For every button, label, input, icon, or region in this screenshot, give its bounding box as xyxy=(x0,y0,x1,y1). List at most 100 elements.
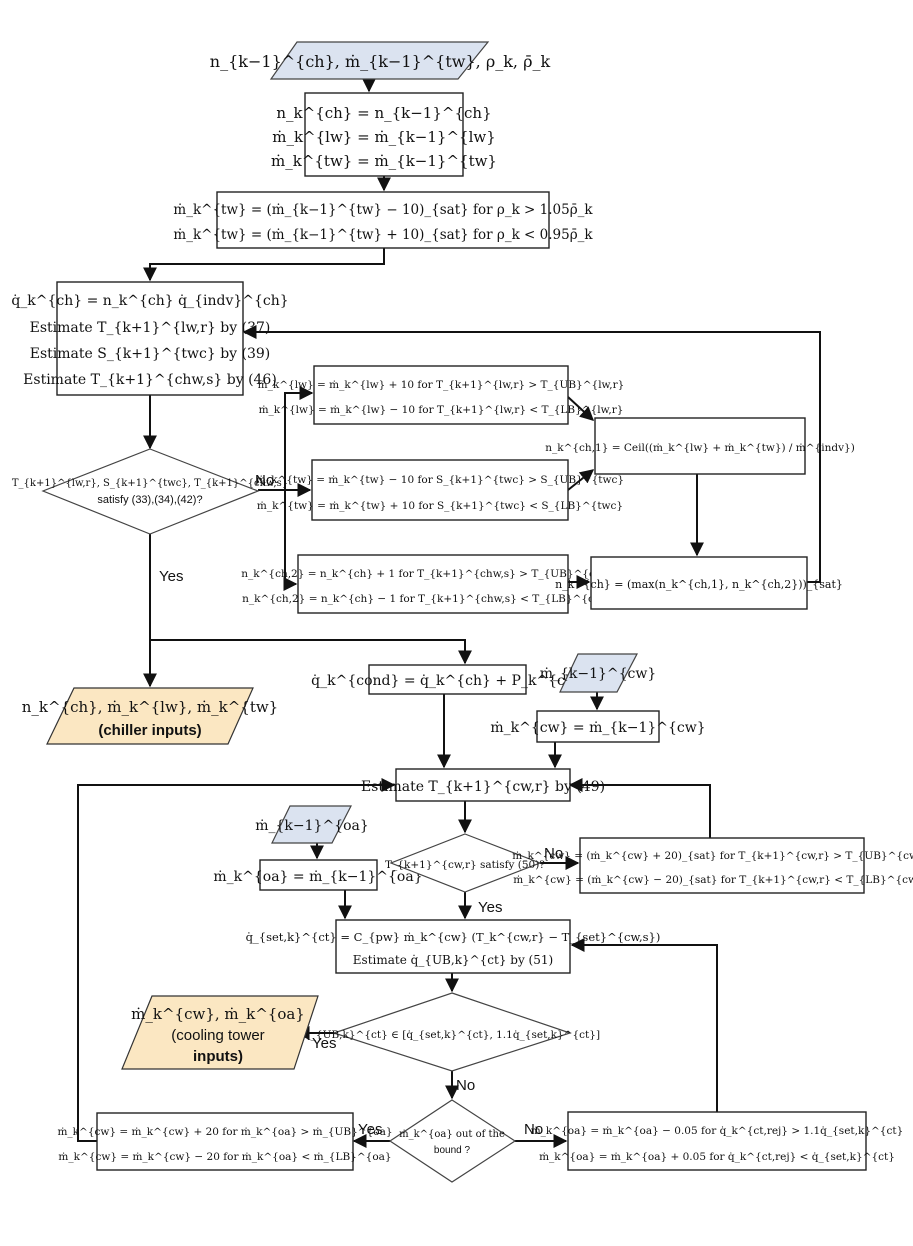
lw-node: ṁ_k^{lw} = ṁ_k^{lw} + 10 for T_{k+1}^{lw… xyxy=(258,365,625,425)
branch-label-no-satisfy: No xyxy=(255,472,274,489)
qset-line-2: Estimate q̇_{UB,k}^{ct} by (51) xyxy=(353,953,553,967)
ceil-label: n_k^{ch,1} = Ceil((ṁ_k^{lw} + ṁ_k^{tw}) … xyxy=(545,442,855,454)
arrow-cw-bound-loop xyxy=(77,778,396,1142)
tw-node: ṁ_k^{tw} = (ṁ_{k−1}^{tw} − 10)_{sat} for… xyxy=(173,191,593,249)
oa-label: ṁ_k^{oa} = ṁ_{k−1}^{oa} xyxy=(213,869,422,885)
satisfy-diamond xyxy=(41,448,260,535)
max-node: n_k^{ch} = (max(n_k^{ch,1}, n_k^{ch,2}))… xyxy=(555,556,843,610)
bound-line-2: bound ? xyxy=(434,1145,471,1156)
top-input-label: n_{k−1}^{ch}, ṁ_{k−1}^{tw}, ρ_k, ρ̄_k xyxy=(210,52,551,71)
qub-diamond-label: q̇_{UB,k}^{ct} ∈ [q̇_{set,k}^{ct}, 1.1q̇… xyxy=(304,1028,600,1041)
cw-bound-node: ṁ_k^{cw} = ṁ_k^{cw} + 20 for ṁ_k^{oa} > … xyxy=(57,1112,393,1171)
estimate-line-2: Estimate T_{k+1}^{lw,r} by (37) xyxy=(30,320,271,336)
tw2-line-2: ṁ_k^{tw} = ṁ_k^{tw} + 10 for S_{k+1}^{tw… xyxy=(257,500,623,512)
tw2-line-1: ṁ_k^{tw} = ṁ_k^{tw} − 10 for S_{k+1}^{tw… xyxy=(256,474,624,486)
init-node: n_k^{ch} = n_{k−1}^{ch} ṁ_k^{lw} = ṁ_{k−… xyxy=(271,92,497,177)
connectors xyxy=(77,78,821,1148)
cw-box xyxy=(536,710,660,743)
estimate-line-4: Estimate T_{k+1}^{chw,s} by (46) xyxy=(23,372,277,388)
oa-adjust-line-2: ṁ_k^{oa} = ṁ_k^{oa} + 0.05 for q̇_k^{ct,… xyxy=(539,1150,895,1163)
init-line-1: n_k^{ch} = n_{k−1}^{ch} xyxy=(276,104,491,122)
nch2-line-2: n_k^{ch,2} = n_k^{ch} − 1 for T_{k+1}^{c… xyxy=(242,593,624,605)
qset-node: q̇_{set,k}^{ct} = C_{pw} ṁ_k^{cw} (T_k^{… xyxy=(246,919,661,974)
arrow-tw2-to-ceil xyxy=(567,469,595,491)
tw2-node: ṁ_k^{tw} = ṁ_k^{tw} − 10 for S_{k+1}^{tw… xyxy=(256,459,624,521)
max-box xyxy=(590,556,808,610)
lw-line-2: ṁ_k^{lw} = ṁ_k^{lw} − 10 for T_{k+1}^{lw… xyxy=(259,404,624,416)
estimate-line-1: q̇_k^{ch} = n_k^{ch} q̇_{indv}^{ch} xyxy=(11,293,288,309)
bound-decision: ṁ_k^{oa} out of the bound ? xyxy=(388,1099,517,1183)
chiller-output-line-1: n_k^{ch}, ṁ_k^{lw}, ṁ_k^{tw} xyxy=(22,698,278,716)
init-box xyxy=(304,92,464,177)
estimate-cw-node: Estimate T_{k+1}^{cw,r} by (49) xyxy=(361,768,605,802)
estimate-node: q̇_k^{ch} = n_k^{ch} q̇_{indv}^{ch} Esti… xyxy=(11,281,289,396)
tower-output-line-2: (cooling tower xyxy=(171,1027,264,1044)
qub-decision: q̇_{UB,k}^{ct} ∈ [q̇_{set,k}^{ct}, 1.1q̇… xyxy=(304,992,600,1072)
nch2-node: n_k^{ch,2} = n_k^{ch} + 1 for T_{k+1}^{c… xyxy=(241,554,625,614)
branch-label-no-qub: No xyxy=(456,1077,475,1094)
top-input-node: n_{k−1}^{ch}, ṁ_{k−1}^{tw}, ρ_k, ρ̄_k xyxy=(210,41,551,80)
arrow-max-loop-to-estimate xyxy=(242,325,821,583)
estimate-box xyxy=(56,281,244,396)
qset-box xyxy=(335,919,571,974)
tw-line-1: ṁ_k^{tw} = (ṁ_{k−1}^{tw} − 10)_{sat} for… xyxy=(173,202,593,218)
lw-line-1: ṁ_k^{lw} = ṁ_k^{lw} + 10 for T_{k+1}^{lw… xyxy=(258,379,625,391)
cw-diamond-label: T_{k+1}^{cw,r} satisfy (50)? xyxy=(385,859,545,871)
tower-output-line-3: inputs) xyxy=(193,1048,243,1065)
qcond-box xyxy=(368,664,527,695)
arrow-yes-to-qcond xyxy=(150,639,472,665)
arrow-tw-to-estimate xyxy=(143,248,385,282)
tower-output-node: ṁ_k^{cw}, ṁ_k^{oa} (cooling tower inputs… xyxy=(121,995,319,1070)
init-line-3: ṁ_k^{tw} = ṁ_{k−1}^{tw} xyxy=(271,152,497,170)
oa-adjust-box xyxy=(567,1111,867,1171)
arrow-no-to-lw xyxy=(284,386,314,490)
arrow-no-to-nch2 xyxy=(283,490,298,591)
oa-adjust-line-1: ṁ_k^{oa} = ṁ_k^{oa} − 0.05 for q̇_k^{ct,… xyxy=(531,1124,904,1137)
estimate-line-3: Estimate S_{k+1}^{twc} by (39) xyxy=(30,346,271,362)
init-line-2: ṁ_k^{lw} = ṁ_{k−1}^{lw} xyxy=(272,128,496,146)
tw-line-2: ṁ_k^{tw} = (ṁ_{k−1}^{tw} + 10)_{sat} for… xyxy=(173,227,593,243)
oa-box xyxy=(259,859,378,891)
ceil-node: n_k^{ch,1} = Ceil((ṁ_k^{lw} + ṁ_k^{tw}) … xyxy=(545,417,855,475)
cw-bound-line-1: ṁ_k^{cw} = ṁ_k^{cw} + 20 for ṁ_k^{oa} > … xyxy=(57,1126,392,1138)
branch-labels: No Yes No Yes Yes No Yes No xyxy=(159,472,563,1138)
estimate-cw-box xyxy=(395,768,571,802)
nch2-line-1: n_k^{ch,2} = n_k^{ch} + 1 for T_{k+1}^{c… xyxy=(241,568,625,580)
branch-label-no-bound: No xyxy=(524,1121,543,1138)
chiller-output-node: n_k^{ch}, ṁ_k^{lw}, ṁ_k^{tw} (chiller in… xyxy=(22,687,278,745)
arrow-oa-adjust-loop xyxy=(570,938,718,1112)
cw-input-label: ṁ_{k−1}^{cw} xyxy=(540,666,657,682)
output-parallelogram xyxy=(46,687,254,745)
oa-input-node: ṁ_{k−1}^{oa} xyxy=(255,805,369,844)
cw-label: ṁ_k^{cw} = ṁ_{k−1}^{cw} xyxy=(490,720,705,736)
arrow-cw-adjust-loop xyxy=(568,778,711,838)
input-parallelogram xyxy=(269,41,490,80)
cw-adjust-line-1: ṁ_k^{cw} = (ṁ_k^{cw} + 20)_{sat} for T_{… xyxy=(512,850,913,862)
cw-node: ṁ_k^{cw} = ṁ_{k−1}^{cw} xyxy=(490,710,706,743)
bound-diamond xyxy=(388,1099,517,1183)
qset-line-1: q̇_{set,k}^{ct} = C_{pw} ṁ_k^{cw} (T_k^{… xyxy=(246,930,661,944)
estimate-cw-label: Estimate T_{k+1}^{cw,r} by (49) xyxy=(361,779,605,795)
satisfy-line-2: satisfy (33),(34),(42)? xyxy=(97,494,202,506)
ceil-box xyxy=(594,417,806,475)
satisfy-decision: T_{k+1}^{lw,r}, S_{k+1}^{twc}, T_{k+1}^{… xyxy=(12,448,288,535)
branch-label-yes-satisfy: Yes xyxy=(159,568,183,585)
tw2-box xyxy=(311,459,569,521)
oa-adjust-node: ṁ_k^{oa} = ṁ_k^{oa} − 0.05 for q̇_k^{ct,… xyxy=(531,1111,904,1171)
lw-box xyxy=(313,365,569,425)
oa-input-label: ṁ_{k−1}^{oa} xyxy=(255,818,369,834)
cw-adjust-box xyxy=(579,837,865,894)
chiller-output-line-2: (chiller inputs) xyxy=(98,722,201,739)
cw-adjust-node: ṁ_k^{cw} = (ṁ_k^{cw} + 20)_{sat} for T_{… xyxy=(512,837,913,894)
oa-input-parallelogram xyxy=(271,805,352,844)
oa-node: ṁ_k^{oa} = ṁ_{k−1}^{oa} xyxy=(213,859,423,891)
cw-input-node: ṁ_{k−1}^{cw} xyxy=(540,653,657,693)
tower-output-parallelogram xyxy=(121,995,319,1070)
branch-label-yes-cw: Yes xyxy=(478,899,502,916)
nch2-box xyxy=(297,554,569,614)
branch-label-yes-bound: Yes xyxy=(358,1121,382,1138)
cw-input-parallelogram xyxy=(559,653,638,693)
tw-box xyxy=(216,191,550,249)
